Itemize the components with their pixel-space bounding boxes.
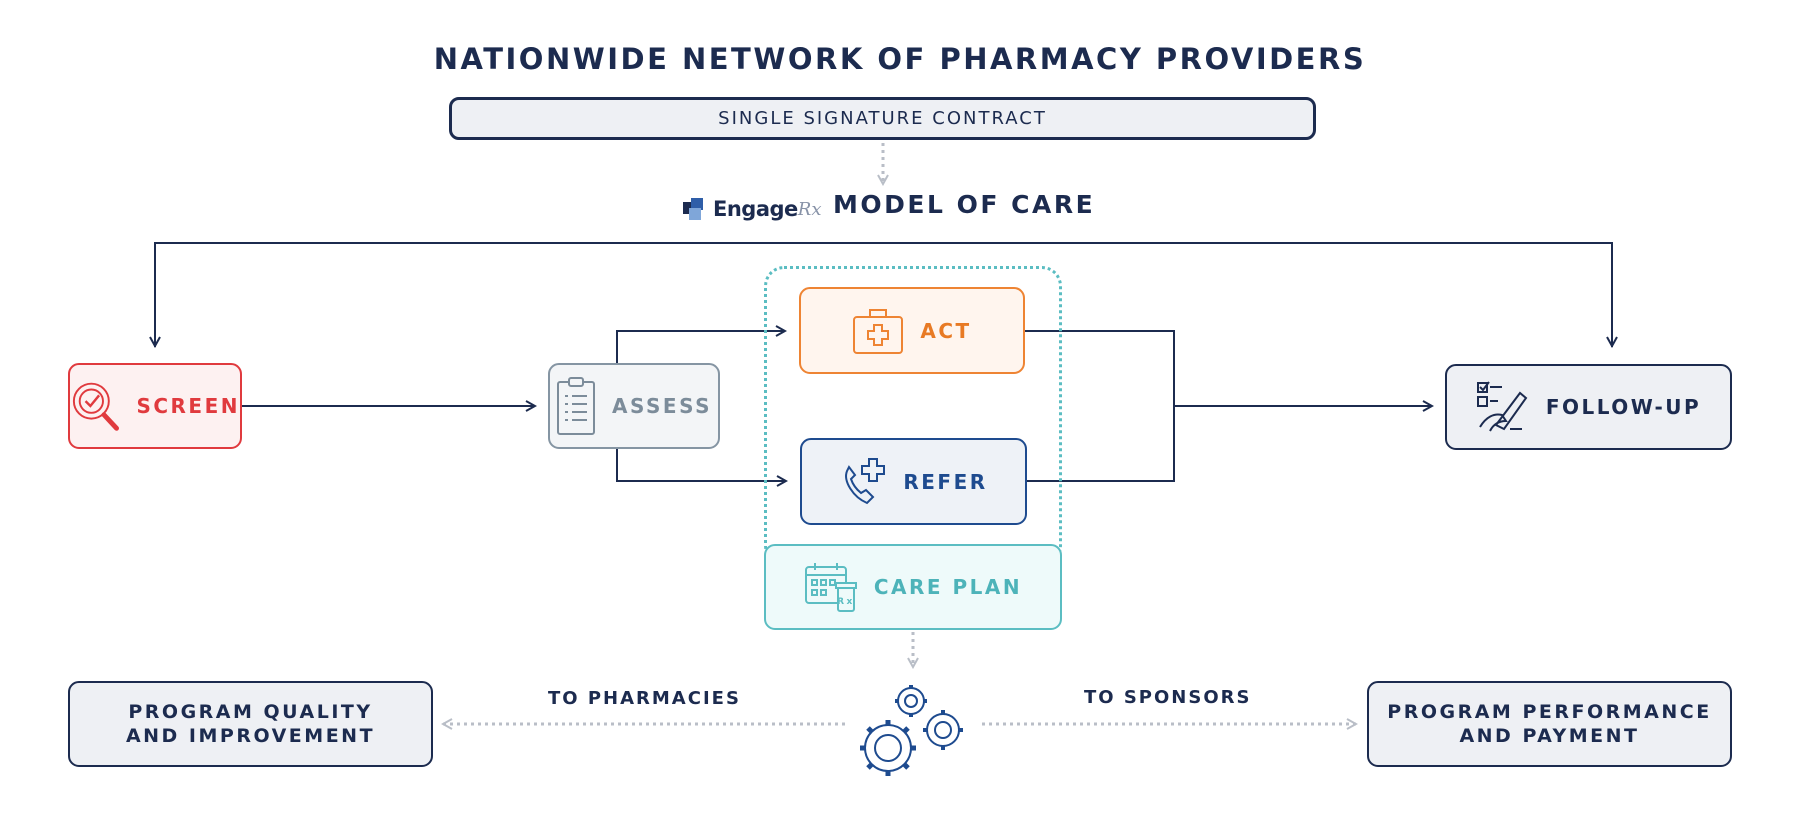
gears-icon bbox=[860, 685, 963, 776]
loop-line bbox=[154, 242, 1613, 347]
page-title: NATIONWIDE NETWORK OF PHARMACY PROVIDERS bbox=[433, 42, 1367, 76]
refer-label: REFER bbox=[903, 469, 988, 494]
act-step: ACT bbox=[799, 287, 1025, 374]
follow-up-label: FOLLOW-UP bbox=[1545, 395, 1702, 419]
care-plan-step: Rx CARE PLAN bbox=[764, 544, 1062, 630]
refer-step: REFER bbox=[800, 438, 1027, 525]
assess-to-act-arrow bbox=[616, 331, 785, 363]
model-of-care-title: MODEL OF CARE bbox=[833, 190, 1096, 219]
clipboard-list-icon bbox=[557, 377, 596, 435]
care-plan-label: CARE PLAN bbox=[873, 575, 1023, 599]
follow-up-step: FOLLOW-UP bbox=[1445, 364, 1732, 450]
medical-kit-icon bbox=[853, 308, 904, 354]
to-sponsors-label: TO SPONSORS bbox=[1084, 687, 1252, 708]
assess-label: ASSESS bbox=[612, 394, 712, 418]
assess-to-refer-arrow bbox=[616, 449, 786, 481]
program-quality-line1: PROGRAM QUALITY bbox=[128, 701, 373, 723]
svg-text:Rx: Rx bbox=[837, 597, 855, 607]
logo-text: Engage bbox=[713, 197, 798, 221]
intervention-group-outline bbox=[764, 266, 1062, 566]
act-label: ACT bbox=[920, 318, 972, 343]
program-quality-box: PROGRAM QUALITY AND IMPROVEMENT bbox=[68, 681, 433, 767]
program-performance-box: PROGRAM PERFORMANCE AND PAYMENT bbox=[1367, 681, 1732, 767]
screen-label: SCREEN bbox=[136, 394, 240, 418]
program-performance-line1: PROGRAM PERFORMANCE bbox=[1387, 701, 1712, 723]
logo-rx: Rx bbox=[797, 198, 822, 220]
program-quality-line2: AND IMPROVEMENT bbox=[125, 725, 376, 747]
program-performance-line2: AND PAYMENT bbox=[1459, 725, 1640, 747]
logo-mark-icon bbox=[683, 198, 703, 220]
contract-box: SINGLE SIGNATURE CONTRACT bbox=[449, 97, 1316, 140]
assess-step: ASSESS bbox=[548, 363, 720, 449]
screen-step: SCREEN bbox=[68, 363, 242, 449]
magnifier-check-icon bbox=[72, 382, 119, 431]
phone-plus-icon bbox=[845, 457, 886, 504]
checklist-hand-icon bbox=[1476, 381, 1528, 432]
to-pharmacies-label: TO PHARMACIES bbox=[548, 688, 741, 709]
calendar-rx-icon: Rx bbox=[804, 563, 857, 612]
